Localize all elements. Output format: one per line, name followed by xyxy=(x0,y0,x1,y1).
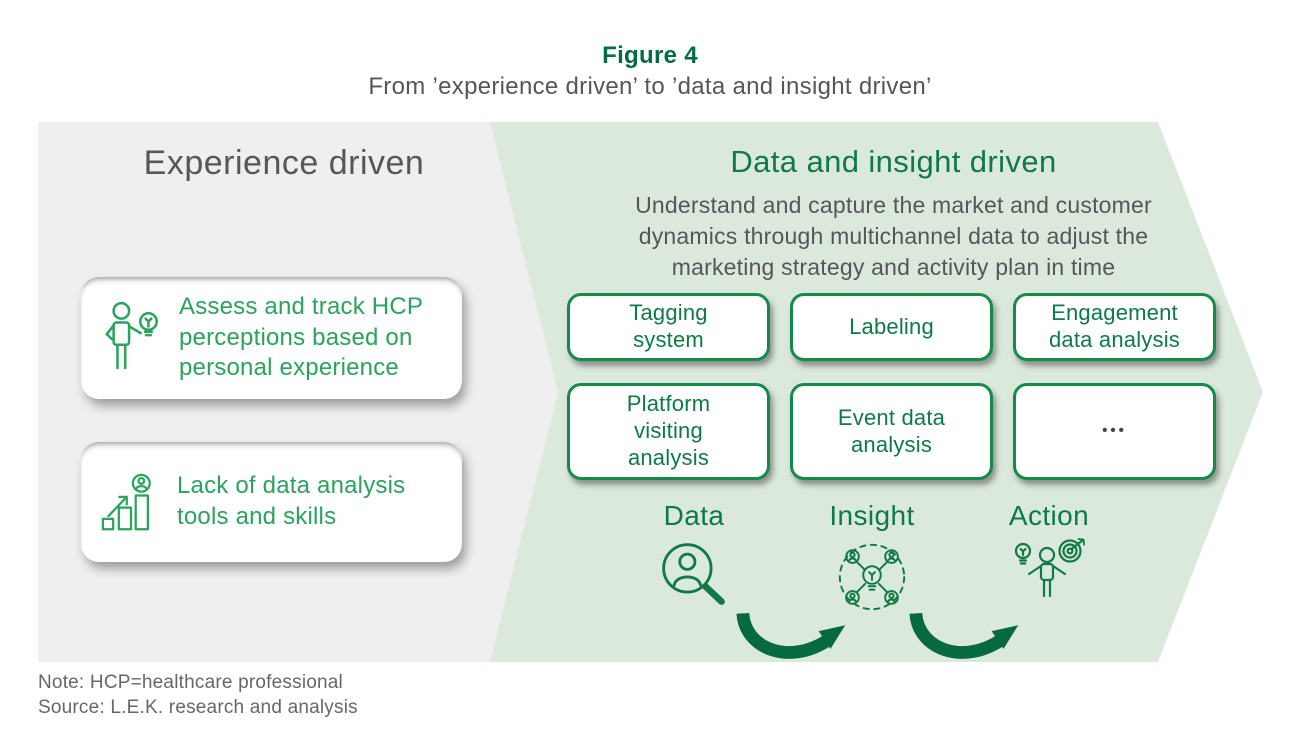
network-lightbulb-icon xyxy=(833,538,911,616)
left-panel-title: Experience driven xyxy=(143,144,425,182)
right-panel-subtitle: Understand and capture the market and cu… xyxy=(635,192,1152,281)
flow-step-data: Data xyxy=(614,500,774,617)
transition-diagram: Experience driven Assess and track HCP p… xyxy=(38,122,1263,662)
person-target-icon xyxy=(1012,538,1086,606)
person-lightbulb-icon xyxy=(101,299,163,377)
capability-box-label: Labeling xyxy=(849,313,934,339)
curved-arrow-insight-to-action-icon xyxy=(906,609,1034,667)
capability-box-more: ••• xyxy=(1013,383,1216,480)
capability-box-event-data-analysis: Event data analysis xyxy=(790,383,993,480)
ellipsis-label: ••• xyxy=(1102,422,1127,440)
figure-label: Figure 4 xyxy=(602,42,698,69)
flow-step-label: Data xyxy=(663,500,725,531)
capability-box-engagement-data-analysis: Engagement data analysis xyxy=(1013,293,1216,361)
capability-box-tagging-system: Tagging system xyxy=(567,293,770,361)
figure-title: From ’experience driven’ to ’data and in… xyxy=(368,73,932,100)
experience-card: Assess and track HCP perceptions based o… xyxy=(81,277,462,399)
experience-card-text: Lack of data analysis tools and skills xyxy=(177,472,406,530)
note-text: Note: HCP=healthcare professional xyxy=(38,672,343,693)
experience-card-text: Assess and track HCP perceptions based o… xyxy=(179,292,424,382)
flow-step-insight: Insight xyxy=(792,500,952,621)
capability-box-label: Platform visiting analysis xyxy=(626,391,711,470)
flow-step-action: Action xyxy=(969,500,1129,611)
right-panel-title: Data and insight driven xyxy=(730,144,1057,179)
source-text: Source: L.E.K. research and analysis xyxy=(38,697,358,718)
curved-arrow-data-to-insight-icon xyxy=(733,609,861,667)
flow-step-label: Insight xyxy=(829,500,915,531)
magnifier-person-icon xyxy=(657,538,731,612)
capability-box-labeling: Labeling xyxy=(790,293,993,361)
growth-chart-person-icon xyxy=(101,471,161,533)
experience-card: Lack of data analysis tools and skills xyxy=(81,442,462,562)
capability-box-label: Event data analysis xyxy=(837,404,946,457)
capability-box-platform-visiting-analysis: Platform visiting analysis xyxy=(567,383,770,480)
flow-step-label: Action xyxy=(1008,500,1090,531)
capability-box-label: Tagging system xyxy=(629,300,708,352)
capability-box-label: Engagement data analysis xyxy=(1048,300,1180,352)
